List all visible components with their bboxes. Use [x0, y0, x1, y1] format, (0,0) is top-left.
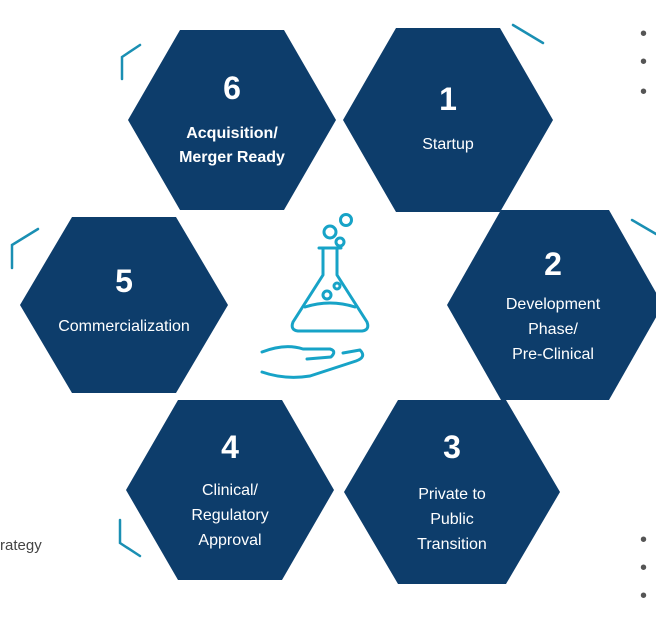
step-number: 5 [115, 263, 133, 299]
bullet-icon: • [640, 23, 648, 45]
step-label-line: Transition [417, 536, 487, 553]
flask-icon [290, 246, 370, 333]
bubble-icon [334, 236, 346, 248]
step-number: 1 [439, 81, 457, 117]
flask-liquid [303, 301, 357, 309]
step-label-line: Startup [422, 136, 474, 153]
accent-bracket-top-left [120, 43, 142, 81]
step-label-line: Acquisition/ [186, 125, 278, 142]
hexagon-step-4: 4 Clinical/ Regulatory Approval [126, 400, 334, 580]
step-label-line: Merger Ready [179, 149, 285, 166]
accent-bracket-top-right [511, 23, 545, 45]
step-label-line: Private to [418, 486, 486, 503]
step-label-line: Regulatory [191, 507, 268, 524]
step-label-line: Phase/ [528, 321, 578, 338]
step-number: 6 [223, 70, 241, 106]
bullet-icon: • [640, 81, 648, 103]
hexagon-step-2: 2 Development Phase/ Pre-Clinical [447, 210, 656, 400]
flask-in-hand-icon [260, 213, 370, 379]
step-number: 2 [544, 246, 562, 282]
step-number: 4 [221, 429, 239, 465]
accent-bracket-right [630, 218, 656, 236]
bubble-icon [321, 289, 333, 301]
step-label-line: Pre-Clinical [512, 346, 594, 363]
step-label-line: Public [430, 511, 474, 528]
bullet-icon: • [640, 557, 648, 579]
hexagon-step-6: 6 Acquisition/ Merger Ready [128, 30, 336, 210]
bullet-icon: • [640, 585, 648, 607]
accent-brackets [10, 23, 656, 558]
step-label-line: Commercialization [58, 318, 190, 335]
accent-bracket-left [10, 227, 40, 270]
step-label-line: Clinical/ [202, 482, 259, 499]
step-number: 3 [443, 429, 461, 465]
bullet-icon: • [640, 529, 648, 551]
bubble-icon [322, 224, 338, 240]
bullet-icon: • [640, 51, 648, 73]
step-label-line: Approval [198, 532, 261, 549]
accent-bracket-bottom-left [118, 518, 142, 558]
hand-icon [260, 345, 365, 379]
hexagon-step-5: 5 Commercialization [20, 217, 228, 393]
hexagon-step-1: 1 Startup [343, 28, 553, 212]
bubble-icon [332, 281, 342, 291]
hexagon-step-3: 3 Private to Public Transition [344, 400, 560, 584]
step-label-line: Development [506, 296, 601, 313]
cropped-side-text: rategy [0, 537, 42, 554]
bubble-icon [339, 213, 353, 227]
